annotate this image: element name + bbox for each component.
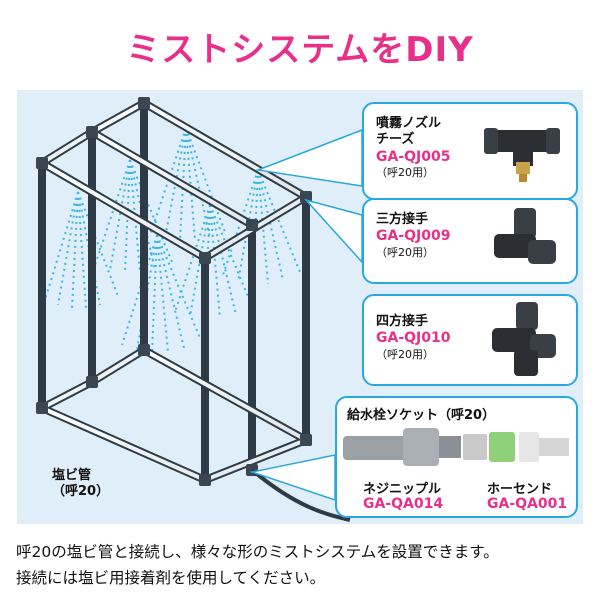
- three-way-leader: [303, 198, 363, 264]
- callout-mist-nozzle-tee: 噴霧ノズル チーズ GA-QJ005 （呼20用）: [362, 102, 578, 200]
- pipe-label: 塩ビ管 （呼20）: [52, 468, 109, 501]
- callout-four-way-joint: 四方接手 GA-QJ010 （呼20用）: [362, 294, 578, 386]
- part-size: （呼20用）: [376, 347, 434, 361]
- four-way-joint-icon: [492, 302, 556, 376]
- faucet-header: 給水栓ソケット（呼20）: [347, 408, 496, 423]
- callout-three-way-joint: 三方接手 GA-QJ009 （呼20用）: [362, 198, 578, 284]
- caption-line-2: 接続には塩ビ用接着剤を使用してください。: [16, 569, 326, 587]
- mist-nozzle-tee-icon: [484, 128, 560, 182]
- pipe-label-line: （呼20）: [52, 484, 110, 500]
- part-name-line: 噴霧ノズル: [376, 116, 442, 131]
- pipe-label-line: 塩ビ管: [52, 468, 92, 483]
- part-name-line: チーズ: [376, 132, 415, 148]
- hose-end-name: ホーセンド: [487, 482, 553, 497]
- page-title: ミストシステムをDIY: [126, 30, 474, 70]
- part-code: GA-QJ010: [376, 330, 451, 347]
- part-name: 四方接手: [376, 314, 429, 329]
- part-code: GA-QJ005: [376, 148, 451, 165]
- caption-line-1: 呼20の塩ビ管と接続し、様々な形のミストシステムを設置できます。: [16, 543, 499, 561]
- pipe-joints: [36, 97, 312, 486]
- part-size: （呼20用）: [376, 245, 434, 259]
- three-way-joint-icon: [494, 208, 556, 264]
- hose-end-code: GA-QA001: [487, 496, 568, 512]
- water-hose: [250, 468, 351, 522]
- faucet-socket-icon: [343, 428, 569, 466]
- nipple-code: GA-QA014: [363, 496, 444, 512]
- part-size: （呼20用）: [376, 166, 434, 179]
- callout-faucet-socket: 給水栓ソケット（呼20） ネジニップル GA-QA014 ホーセンド GA-QA…: [335, 396, 578, 518]
- part-code: GA-QJ009: [376, 228, 451, 245]
- part-name: 三方接手: [376, 212, 429, 227]
- nipple-name: ネジニップル: [363, 482, 442, 497]
